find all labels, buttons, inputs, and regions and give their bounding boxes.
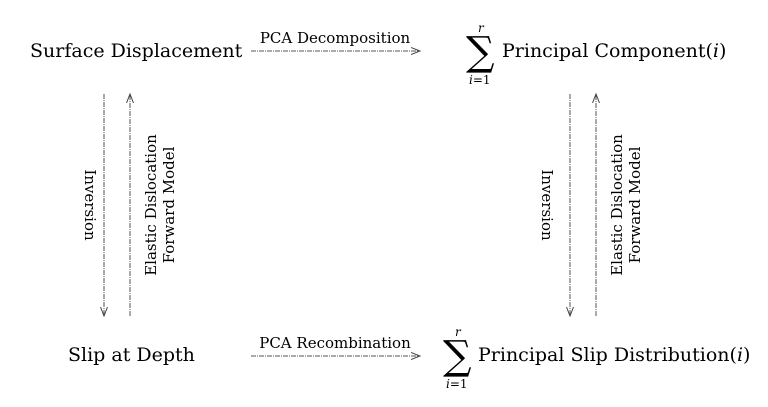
forward-line-2: Forward Model — [160, 146, 178, 264]
label-var: i — [736, 344, 744, 366]
principal-slip-distribution-label: Principal Slip Distribution(i) — [478, 346, 750, 365]
label-close: ) — [743, 344, 751, 366]
summation-icon: ∑ — [443, 333, 472, 379]
sum-upper-limit: r — [455, 325, 461, 339]
forward-line-1: Elastic Dislocation — [142, 134, 160, 276]
edge-label-right-forward-model: Elastic Dislocation Forward Model — [608, 125, 644, 285]
edge-label-right-inversion: Inversion — [538, 169, 556, 241]
label-close: ) — [718, 40, 727, 62]
sum-index-var: i — [446, 377, 450, 391]
sum-index-eq: =1 — [449, 377, 468, 391]
forward-line-2: Forward Model — [626, 146, 644, 264]
principal-component-label: Principal Component(i) — [502, 42, 726, 61]
node-principal-slip-distribution: r ∑ i=1 Principal Slip Distribution(i) — [443, 325, 753, 390]
label-main: Principal Slip Distribution( — [478, 344, 737, 366]
sum-lower-limit: i=1 — [469, 74, 491, 86]
summation-icon: ∑ — [466, 29, 495, 75]
edge-label-left-inversion: Inversion — [81, 169, 99, 241]
node-principal-component: r ∑ i=1 Principal Component(i) — [466, 21, 736, 86]
label-main: Principal Component( — [502, 40, 713, 62]
node-surface-displacement: Surface Displacement — [30, 40, 243, 62]
sum-index-var: i — [469, 73, 473, 87]
edge-label-pca-decomposition: PCA Decomposition — [259, 29, 411, 47]
forward-line-1: Elastic Dislocation — [608, 134, 626, 276]
edge-label-left-forward-model: Elastic Dislocation Forward Model — [142, 125, 178, 285]
sum-lower-limit: i=1 — [446, 378, 468, 390]
sum-upper-limit: r — [478, 21, 484, 35]
node-slip-at-depth: Slip at Depth — [68, 344, 195, 366]
sum-index-eq: =1 — [472, 73, 491, 87]
label-var: i — [712, 40, 719, 62]
edge-label-pca-recombination: PCA Recombination — [259, 334, 411, 352]
